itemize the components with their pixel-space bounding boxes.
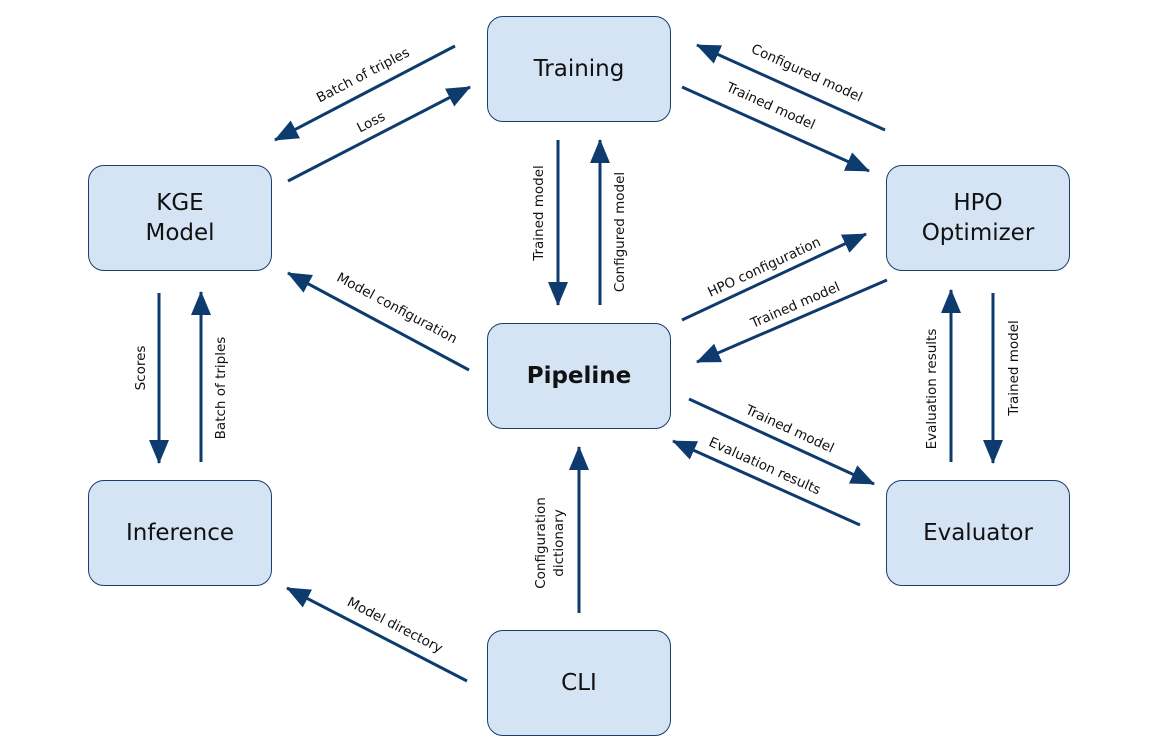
arrow-hpo-to-training: [696, 43, 886, 132]
arrow-pipeline-to-evaluator: [688, 397, 875, 486]
arrow-cli-to-inference: [286, 586, 468, 683]
node-pipeline: Pipeline: [487, 323, 671, 429]
label-batch-of-triples-left: Batch of triples: [213, 337, 229, 440]
label-configuration-dictionary-line1: Configuration: [533, 497, 549, 589]
node-inference: Inference: [88, 480, 272, 586]
node-cli: CLI: [487, 630, 671, 736]
arrow-training-to-kge: [274, 44, 456, 142]
label-configured-model-vertical: Configured model: [612, 172, 628, 292]
label-trained-model-vertical: Trained model: [531, 165, 547, 262]
label-trained-model-right: Trained model: [1006, 320, 1022, 417]
arrow-training-to-hpo: [681, 85, 870, 173]
arrow-evaluator-to-pipeline: [672, 439, 861, 527]
label-hpo-configuration: HPO configuration: [705, 234, 823, 300]
arrow-hpo-to-pipeline: [696, 278, 888, 364]
label-configuration-dictionary-line2: dictionary: [551, 509, 567, 576]
label-evaluation-results-right: Evaluation results: [924, 329, 940, 450]
arrow-pipeline-to-kge: [287, 271, 470, 372]
label-scores: Scores: [133, 346, 149, 391]
node-hpo-optimizer: HPO Optimizer: [886, 165, 1070, 271]
node-kge-model: KGE Model: [88, 165, 272, 271]
arrow-kge-to-training: [287, 85, 471, 183]
node-evaluator: Evaluator: [886, 480, 1070, 586]
node-training: Training: [487, 16, 671, 122]
arrow-pipeline-to-hpo: [681, 232, 867, 322]
